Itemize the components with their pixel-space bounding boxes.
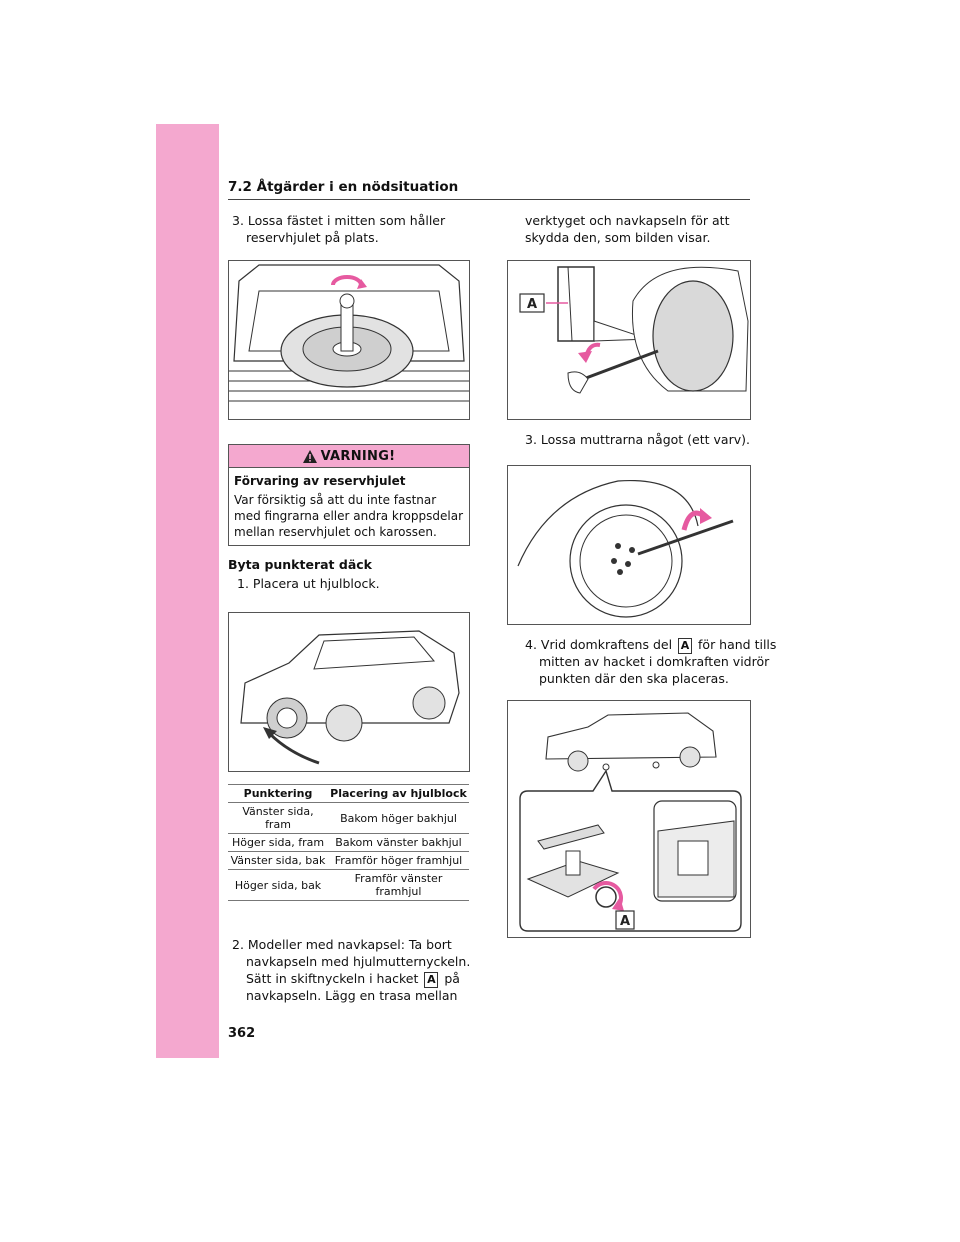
- table-header-cell: Punktering: [228, 784, 328, 803]
- header-rule: [228, 199, 750, 200]
- step-2-text-cont: navkapseln med hjulmutternyckeln.: [246, 954, 471, 969]
- table-cell: Vänster sida, fram: [228, 802, 328, 834]
- table-cell: Höger sida, bak: [228, 869, 328, 901]
- warning-heading: VARNING!: [320, 448, 396, 464]
- jack-placement-illustration: A: [519, 712, 742, 932]
- warning-triangle-icon: [302, 449, 317, 463]
- jack-placement-figure: A: [507, 700, 751, 938]
- wheel-block-figure: [228, 612, 470, 772]
- continued-text-2: skydda den, som bilden visar.: [525, 230, 711, 245]
- step-4-text: 4. Vrid domkraftens del: [525, 637, 673, 652]
- spare-tire-illustration: [229, 264, 469, 402]
- warning-header: VARNING!: [229, 445, 469, 468]
- figure-4-label-a: A: [620, 914, 630, 929]
- table-row: Höger sida, fram Bakom vänster bakhjul: [228, 833, 469, 852]
- page-number: 362: [228, 1026, 256, 1041]
- table-row: Höger sida, bak Framför vänster framhjul: [228, 869, 469, 901]
- table-cell: Bakom höger bakhjul: [328, 802, 469, 834]
- hubcap-removal-illustration: A: [519, 266, 749, 394]
- warning-title: Förvaring av reservhjulet: [234, 474, 406, 488]
- warning-body: Var försiktig så att du inte fastnar med…: [234, 493, 463, 539]
- step-3-right-text: 3. Lossa muttrarna något (ett varv).: [525, 432, 750, 447]
- table-row: Vänster sida, bak Framför höger framhjul: [228, 851, 469, 870]
- subheading: Byta punkterat däck: [228, 557, 372, 572]
- spare-tire-figure: [228, 260, 470, 420]
- table-row: Vänster sida, fram Bakom höger bakhjul: [228, 802, 469, 834]
- label-a-badge: A: [424, 971, 439, 988]
- car-wheel-block-illustration: [240, 630, 460, 765]
- table-header-row: Punktering Placering av hjulblock: [228, 784, 469, 803]
- figure-label-a: A: [527, 297, 537, 312]
- label-a-badge: A: [678, 637, 693, 654]
- table-cell: Framför höger framhjul: [328, 851, 469, 870]
- step-4-line: 4. Vrid domkraftens del A för hand tills: [525, 636, 776, 654]
- step-2-b-text-2: på: [444, 971, 460, 986]
- step-2-b-text-3: navkapseln. Lägg en trasa mellan: [246, 988, 458, 1003]
- step-2-text: 2. Modeller med navkapsel: Ta bort: [232, 937, 452, 952]
- loosen-nuts-illustration: [517, 479, 734, 618]
- table-cell: Framför vänster framhjul: [328, 869, 469, 901]
- step-3-text-cont: reservhjulet på plats.: [246, 230, 379, 245]
- loosen-nuts-figure: [507, 465, 751, 625]
- step-2-b-text: Sätt in skiftnyckeln i hacket: [246, 971, 419, 986]
- table-cell: Höger sida, fram: [228, 833, 328, 852]
- chapter-sidebar-tab: [156, 124, 219, 1058]
- table-cell: Bakom vänster bakhjul: [328, 833, 469, 852]
- step-4-text-cont-1: mitten av hacket i domkraften vidrör: [539, 654, 770, 669]
- continued-text-1: verktyget och navkapseln för att: [525, 213, 730, 228]
- table-cell: Vänster sida, bak: [228, 851, 328, 870]
- step-2-b-line: Sätt in skiftnyckeln i hacket A på: [246, 970, 460, 988]
- wheel-block-table: Punktering Placering av hjulblock Vänste…: [228, 784, 469, 901]
- warning-box: VARNING! Förvaring av reservhjulet Var f…: [228, 444, 470, 546]
- step-1-text: 1. Placera ut hjulblock.: [237, 576, 380, 591]
- section-title: 7.2 Åtgärder i en nödsituation: [228, 179, 459, 195]
- step-3-text: 3. Lossa fästet i mitten som håller: [232, 213, 446, 228]
- step-4-text-cont-2: punkten där den ska placeras.: [539, 671, 729, 686]
- hubcap-removal-figure: A: [507, 260, 751, 420]
- step-4-text-2: för hand tills: [698, 637, 777, 652]
- table-header-cell: Placering av hjulblock: [328, 784, 469, 803]
